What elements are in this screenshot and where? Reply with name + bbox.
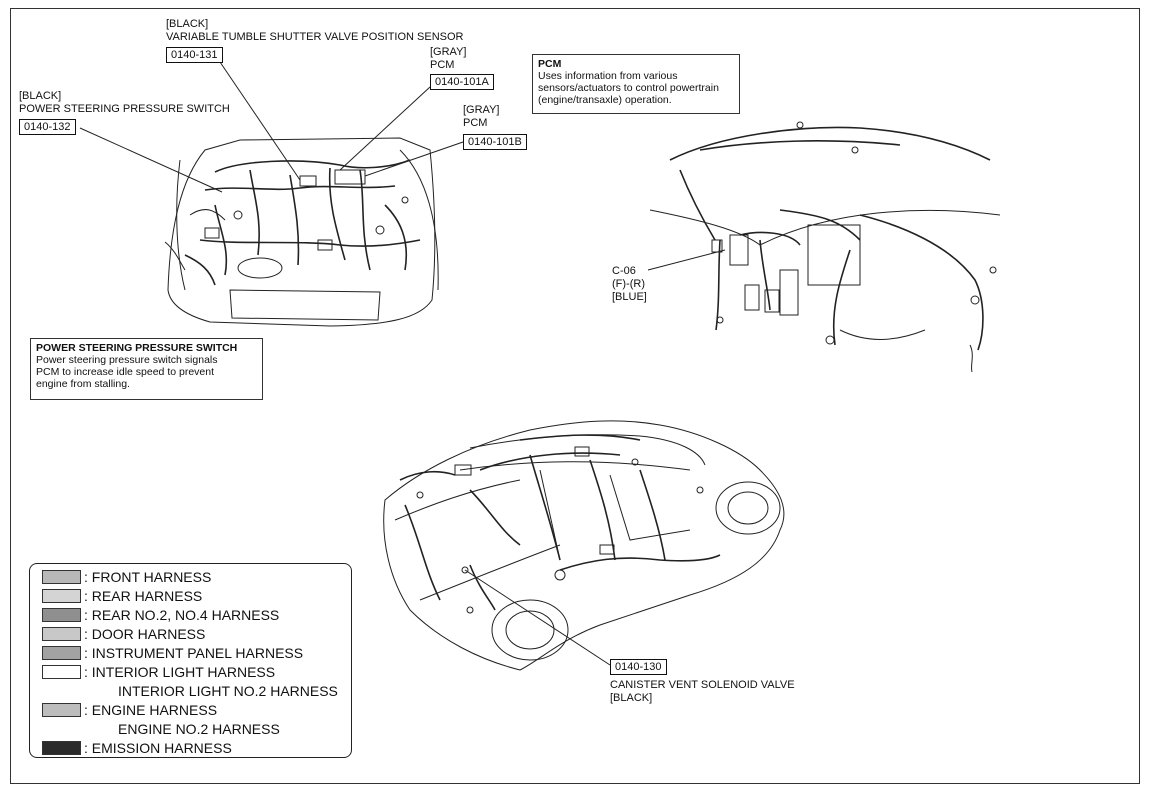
leader-0140-101b (364, 141, 464, 177)
legend-item: : EMISSION HARNESS (42, 739, 232, 758)
legend-item: : ENGINE HARNESS (42, 701, 217, 720)
legend-item: : REAR NO.2, NO.4 HARNESS (42, 606, 279, 625)
legend-swatch (42, 741, 81, 756)
leader-c-06 (647, 249, 726, 271)
dashboard-drawing (649, 121, 1001, 373)
pcm-note-line2: sensors/actuators to control powertrain (538, 82, 719, 94)
legend-swatch (42, 646, 81, 661)
legend-item: : REAR HARNESS (42, 587, 202, 606)
legend-swatch (42, 703, 81, 718)
legend-item: : DOOR HARNESS (42, 625, 205, 644)
pcm-b-color-label: [GRAY] (463, 104, 500, 116)
psps-note-line1: Power steering pressure switch signals (36, 354, 218, 366)
leader-0140-132 (79, 127, 223, 193)
legend-subitem-engine-2: ENGINE NO.2 HARNESS (118, 721, 280, 737)
psps-note-line2: PCM to increase idle speed to prevent (36, 366, 215, 378)
psps-name-label: POWER STEERING PRESSURE SWITCH (19, 103, 230, 115)
pcm-b-name-label: PCM (463, 117, 488, 129)
psps-color-label: [BLACK] (19, 90, 62, 102)
vtsv-color-label: [BLACK] (166, 18, 209, 30)
car-body-drawing (383, 420, 785, 671)
pcm-a-color-label: [GRAY] (430, 46, 467, 58)
vtsv-name-label: VARIABLE TUMBLE SHUTTER VALVE POSITION S… (166, 31, 464, 43)
legend-swatch (42, 627, 81, 642)
cvsv-connector-code: 0140-130 (610, 659, 667, 675)
c06-label-line3: [BLUE] (612, 291, 647, 303)
legend-subitem-interior-2: INTERIOR LIGHT NO.2 HARNESS (118, 683, 338, 699)
pcm-note: PCM Uses information from various sensor… (532, 54, 740, 114)
pcm-b-connector-code: 0140-101B (463, 134, 527, 150)
pcm-a-connector-code: 0140-101A (430, 74, 494, 90)
psps-note-title: POWER STEERING PRESSURE SWITCH (36, 342, 238, 354)
pcm-note-line3: (engine/transaxle) operation. (538, 94, 672, 106)
legend-item: : FRONT HARNESS (42, 568, 211, 587)
engine-bay-drawing (164, 137, 439, 327)
diagram-frame (10, 8, 1140, 784)
legend-swatch (42, 589, 81, 604)
legend-swatch (42, 570, 81, 585)
legend-swatch (42, 665, 81, 680)
leader-0140-131 (219, 61, 301, 181)
cvsv-color-label: [BLACK] (610, 692, 653, 704)
legend-swatch (42, 608, 81, 623)
c06-label-line1: C-06 (612, 265, 636, 277)
legend-item: : INSTRUMENT PANEL HARNESS (42, 644, 303, 663)
legend-item: : INTERIOR LIGHT HARNESS (42, 663, 275, 682)
pcm-note-line1: Uses information from various (538, 70, 678, 82)
psps-note-line3: engine from stalling. (36, 378, 130, 390)
psps-note: POWER STEERING PRESSURE SWITCH Power ste… (30, 338, 263, 400)
leader-0140-130 (464, 569, 611, 666)
psps-connector-code: 0140-132 (19, 119, 76, 135)
harness-legend: : FRONT HARNESS : REAR HARNESS : REAR NO… (29, 563, 352, 758)
leader-0140-101a (339, 86, 431, 171)
c06-label-line2: (F)-(R) (612, 278, 645, 290)
pcm-a-name-label: PCM (430, 59, 455, 71)
vtsv-connector-code: 0140-131 (166, 47, 223, 63)
pcm-note-title: PCM (538, 58, 562, 70)
cvsv-name-label: CANISTER VENT SOLENOID VALVE (610, 679, 795, 691)
